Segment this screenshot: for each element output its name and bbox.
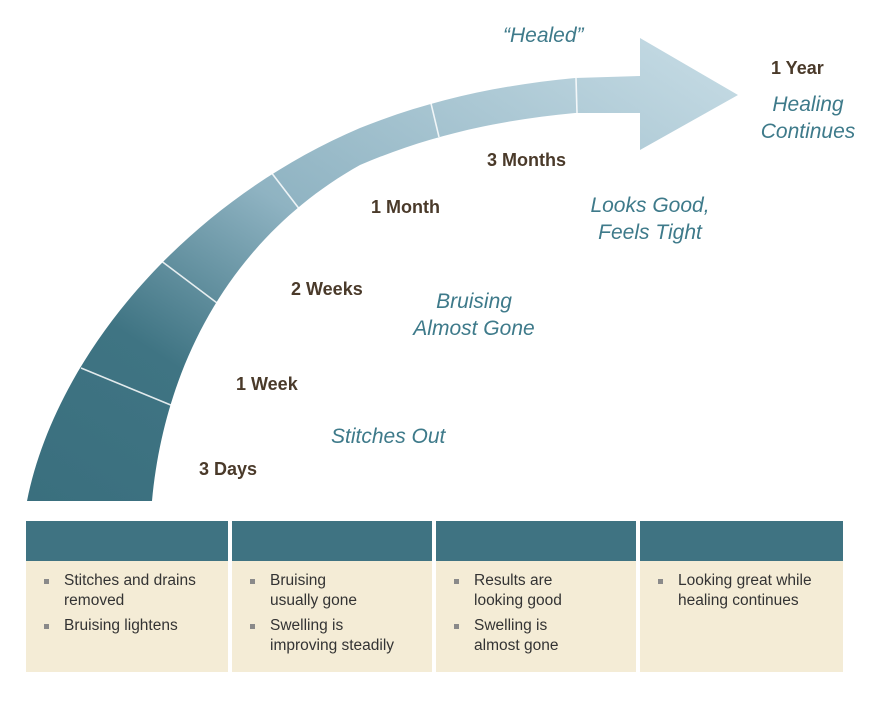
bullet-item: Stitches and drains removed	[44, 571, 216, 611]
note-bruising-almost-gone: Bruising Almost Gone	[413, 290, 535, 340]
info-column-body: Looking great while healing continues	[640, 561, 843, 672]
timeline-arrow	[27, 38, 738, 501]
note-looks-good: Looks Good, Feels Tight	[590, 194, 710, 244]
bullet-icon	[44, 579, 49, 584]
info-column-2: Bruising usually gone Swelling is improv…	[232, 521, 432, 672]
info-column-header	[26, 521, 228, 561]
bullet-icon	[658, 579, 663, 584]
bullet-icon	[44, 624, 49, 629]
info-column-1: Stitches and drains removed Bruising lig…	[26, 521, 228, 672]
info-column-3: Results are looking good Swelling is alm…	[436, 521, 636, 672]
segment-divider	[428, 94, 440, 138]
segment-dividers	[80, 77, 578, 409]
bullet-item: Bruising lightens	[44, 616, 216, 636]
info-column-body: Stitches and drains removed Bruising lig…	[26, 561, 228, 672]
bullet-text: Looking great while healing continues	[678, 572, 812, 609]
note-healing-continues: Healing Continues	[760, 93, 856, 143]
note-stitches-out: Stitches Out	[331, 425, 446, 448]
note-healed: “Healed”	[503, 24, 584, 47]
bullet-icon	[454, 579, 459, 584]
milestone-3-months: 3 Months	[487, 150, 566, 170]
bullet-text: Bruising lightens	[64, 617, 178, 634]
milestone-1-month: 1 Month	[371, 197, 440, 217]
info-column-body: Results are looking good Swelling is alm…	[436, 561, 636, 672]
info-column-header	[232, 521, 432, 561]
bullet-list: Results are looking good Swelling is alm…	[454, 571, 624, 656]
bullet-item: Swelling is almost gone	[454, 616, 624, 656]
info-column-4: Looking great while healing continues	[640, 521, 843, 672]
bullet-item: Swelling is improving steadily	[250, 616, 420, 656]
bullet-list: Bruising usually gone Swelling is improv…	[250, 571, 420, 656]
bullet-item: Bruising usually gone	[250, 571, 420, 611]
info-column-body: Bruising usually gone Swelling is improv…	[232, 561, 432, 672]
milestone-1-year: 1 Year	[771, 58, 824, 78]
bullet-icon	[250, 624, 255, 629]
bullet-text: Stitches and drains removed	[64, 572, 196, 609]
bullet-text: Swelling is improving steadily	[270, 617, 395, 654]
bullet-text: Results are looking good	[474, 572, 562, 609]
segment-divider	[263, 162, 308, 220]
bullet-text: Bruising usually gone	[270, 572, 358, 609]
segment-divider	[575, 77, 578, 114]
segment-divider	[80, 367, 179, 409]
bullet-item: Results are looking good	[454, 571, 624, 611]
milestone-1-week: 1 Week	[236, 374, 298, 394]
bullet-list: Stitches and drains removed Bruising lig…	[44, 571, 216, 636]
bullet-text: Swelling is almost gone	[474, 617, 559, 654]
bullet-icon	[250, 579, 255, 584]
segment-divider	[155, 256, 230, 313]
timeline-arrow-body	[27, 38, 738, 501]
bullet-icon	[454, 624, 459, 629]
milestone-3-days: 3 Days	[199, 459, 258, 479]
info-column-header	[640, 521, 843, 561]
info-column-header	[436, 521, 636, 561]
bullet-list: Looking great while healing continues	[658, 571, 831, 611]
milestone-2-weeks: 2 Weeks	[291, 279, 363, 299]
bullet-item: Looking great while healing continues	[658, 571, 831, 611]
